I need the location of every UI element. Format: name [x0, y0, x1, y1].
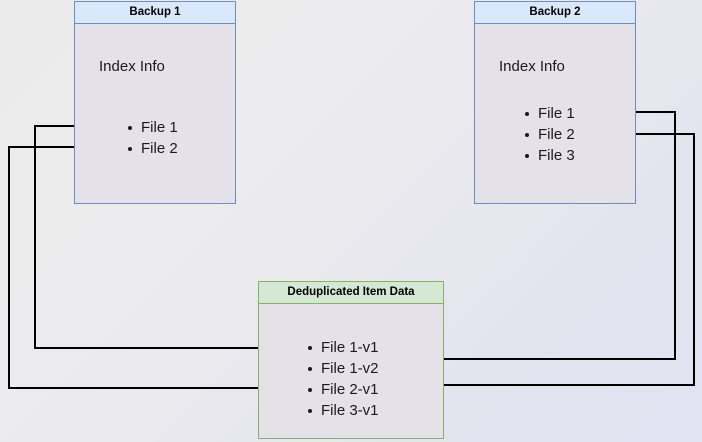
node-dedup-title: Deduplicated Item Data [259, 282, 443, 304]
node-backup-2-title: Backup 2 [475, 2, 635, 24]
edge-backup2-file2-to-file2v1 [392, 133, 695, 385]
node-backup-1-title: Backup 1 [75, 2, 235, 24]
node-backup-1[interactable]: Backup 1 Index Info File 1 File 2 [74, 1, 236, 204]
backup-1-index-info-label: Index Info [99, 58, 165, 75]
node-dedup-body: File 1-v1 File 1-v2 File 2-v1 File 3-v1 [259, 304, 443, 438]
edge-backup1-file2-to-file2v1 [8, 146, 297, 388]
list-item: File 2 [128, 138, 178, 159]
backup-1-file-list: File 1 File 2 [128, 117, 178, 159]
list-item: File 1-v2 [308, 358, 379, 379]
list-item: File 2-v1 [308, 379, 379, 400]
node-backup-2-body: Index Info File 1 File 2 File 3 [475, 24, 635, 203]
list-item: File 2 [525, 124, 575, 145]
node-deduplicated-item-data[interactable]: Deduplicated Item Data File 1-v1 File 1-… [258, 281, 444, 439]
list-item: File 1 [525, 103, 575, 124]
backup-2-file-list: File 1 File 2 File 3 [525, 103, 575, 166]
edge-backup2-file1-to-file1v2 [395, 111, 676, 359]
node-backup-2[interactable]: Backup 2 Index Info File 1 File 2 File 3 [474, 1, 636, 204]
dedup-file-list: File 1-v1 File 1-v2 File 2-v1 File 3-v1 [308, 337, 379, 421]
backup-2-index-info-label: Index Info [499, 58, 565, 75]
node-backup-1-body: Index Info File 1 File 2 [75, 24, 235, 203]
list-item: File 3 [525, 145, 575, 166]
list-item: File 3-v1 [308, 400, 379, 421]
list-item: File 1 [128, 117, 178, 138]
list-item: File 1-v1 [308, 337, 379, 358]
